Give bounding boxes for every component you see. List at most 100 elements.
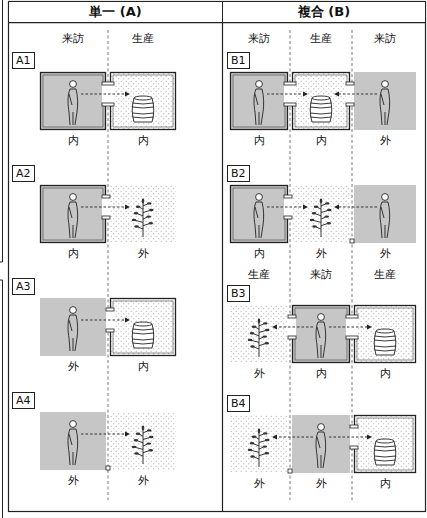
person-head [70, 307, 77, 314]
plant-leaf [142, 426, 145, 431]
opening-jamb [284, 216, 292, 219]
production-zone [110, 412, 176, 470]
building-wall [293, 306, 350, 363]
zone-label: 生産 [131, 32, 155, 45]
person-body [254, 89, 264, 125]
plant-leaf [147, 202, 152, 204]
plant-leaf [263, 432, 268, 434]
production-zone [354, 415, 416, 473]
person-head [70, 194, 77, 201]
barrel-hoop [132, 113, 153, 114]
wall-outer [355, 416, 416, 473]
plant-leaf [142, 199, 145, 204]
zone-label: 外 [253, 367, 266, 380]
plant-leaf [248, 449, 253, 451]
plant-stem [143, 430, 144, 464]
arrow-head [125, 317, 130, 322]
opening-jamb [102, 216, 110, 219]
zone-label: 内 [67, 247, 80, 260]
production-zone [110, 298, 176, 356]
arrow-head [334, 91, 339, 96]
callout-box: A3 [12, 278, 35, 295]
plant-branch [254, 457, 259, 459]
building-wall [111, 299, 176, 356]
person-head [70, 81, 77, 88]
opening-jamb [106, 329, 114, 332]
callout-number: A1 [16, 54, 31, 67]
zone-label: 内 [253, 134, 266, 147]
callout-number: B4 [231, 397, 246, 410]
wall-outer [293, 306, 350, 363]
person-body [68, 202, 78, 238]
production-zone [230, 305, 288, 363]
plant-leaf [136, 206, 141, 208]
zone-divider [108, 30, 352, 500]
barrel-top [134, 322, 152, 326]
wall-inner [295, 308, 347, 360]
plant-leaf [146, 215, 151, 217]
barrel-body [132, 98, 154, 122]
plant-branch [143, 204, 148, 206]
plant-leaf [312, 212, 317, 214]
opening-jamb [284, 195, 292, 198]
plant-leaf [134, 452, 139, 454]
plant-symbol [132, 426, 154, 464]
barrel-hoop [132, 343, 153, 344]
visit-zone [354, 72, 416, 130]
wall-inner [43, 188, 103, 240]
callout-number: B3 [231, 287, 246, 300]
person-body [68, 89, 78, 125]
person-head [382, 194, 389, 201]
visit-zone [292, 305, 350, 363]
barrel-symbol [374, 439, 396, 465]
plant-branch [138, 214, 144, 216]
opening-jamb [288, 315, 296, 318]
arrow-head [303, 91, 308, 96]
zone-label: 来訪 [61, 32, 85, 45]
barrel-symbol [310, 96, 332, 122]
plant-branch [259, 447, 263, 449]
plant-branch [254, 347, 259, 349]
wall-inner [357, 418, 413, 470]
wall-outer [41, 186, 106, 243]
plant-stem [259, 433, 260, 467]
plant-branch [259, 337, 263, 339]
plant-branch [136, 220, 144, 222]
plant-branch [256, 327, 260, 329]
person-head [318, 314, 325, 321]
wall-inner [43, 75, 103, 127]
person-body [316, 322, 326, 358]
plant-leaf [134, 225, 139, 227]
barrel-hoop [374, 350, 395, 351]
visit-zone [354, 185, 416, 243]
production-zone [110, 185, 176, 243]
wall-inner [113, 301, 173, 353]
barrel-hoop [374, 456, 395, 457]
plant-leaf [132, 219, 137, 221]
zone-label: 内 [67, 134, 80, 147]
person-figure [316, 314, 326, 358]
person-figure [68, 307, 78, 351]
plant-symbol [310, 199, 332, 237]
barrel-hoop [132, 117, 153, 118]
person-body [254, 202, 264, 238]
plant-leaf [250, 332, 255, 334]
callout-number: A2 [16, 167, 31, 180]
barrel-hoop [310, 103, 331, 104]
plant-branch [259, 344, 265, 346]
boundary-post [350, 239, 354, 243]
plant-leaf [324, 215, 329, 217]
zone-label: 内 [315, 134, 328, 147]
arrow-head [125, 204, 130, 209]
person-body [68, 429, 78, 465]
plant-branch [321, 211, 328, 213]
plant-leaf [252, 326, 257, 328]
zone-label: 外 [315, 247, 328, 260]
plant-branch [143, 451, 149, 453]
zone-label: 外 [67, 360, 80, 373]
callout-box: A2 [12, 165, 35, 182]
zone-label: 外 [137, 474, 150, 487]
wall-inner [113, 75, 173, 127]
callout-box: B2 [227, 165, 250, 182]
wall-inner [233, 75, 285, 127]
